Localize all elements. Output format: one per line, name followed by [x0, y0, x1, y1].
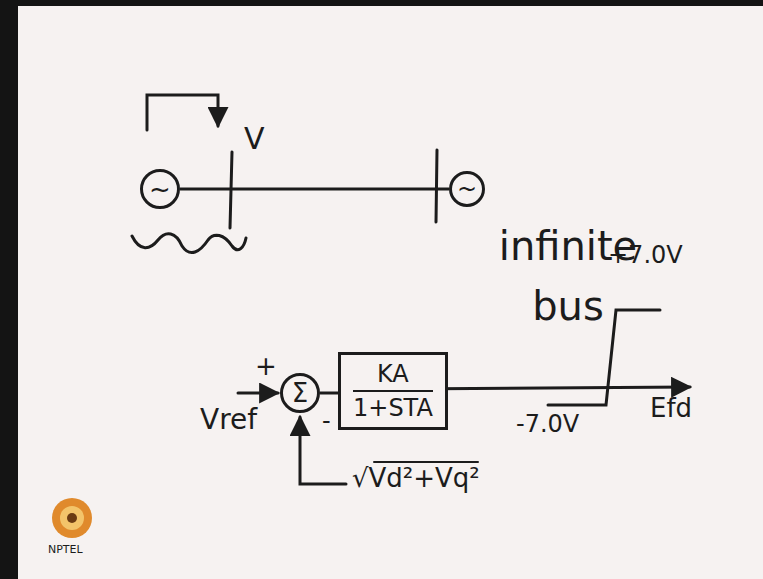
- watermark: NPTEL: [48, 544, 83, 557]
- connector-line: [180, 188, 449, 191]
- paper-ground: [18, 6, 763, 579]
- bus-label: infinite bus: [478, 216, 658, 336]
- symbol-text: ~: [149, 174, 171, 204]
- logo-mark: [52, 498, 92, 538]
- sign-mark: +: [255, 352, 277, 382]
- signal-name: Vref: [200, 404, 257, 436]
- block-text: 1+STA: [353, 392, 433, 422]
- sign-mark: -: [213, 222, 221, 247]
- connector-line: [320, 392, 338, 395]
- transfer-block: KA1+STA: [338, 352, 448, 430]
- voltage-label: V: [244, 122, 265, 157]
- feedback-expression: √Vd²+Vq²: [352, 464, 480, 494]
- limit-value: -7.0V: [516, 411, 579, 439]
- wavy-mark: [132, 234, 246, 253]
- symbol-text: ~: [457, 175, 477, 203]
- radical-bar: [374, 461, 478, 463]
- limit-value: +7.0V: [608, 242, 683, 270]
- bus-bar: [436, 150, 437, 222]
- block-text: KA: [353, 360, 433, 392]
- generator-symbol: ~: [449, 171, 485, 207]
- input-arrow: [238, 392, 278, 395]
- sign-mark: -: [322, 408, 331, 436]
- generator-symbol: ~: [140, 169, 180, 209]
- feedback-bracket: [147, 95, 218, 130]
- signal-name: Efd: [650, 394, 692, 424]
- symbol-text: Σ: [292, 378, 308, 408]
- summing-junction: Σ: [280, 373, 320, 413]
